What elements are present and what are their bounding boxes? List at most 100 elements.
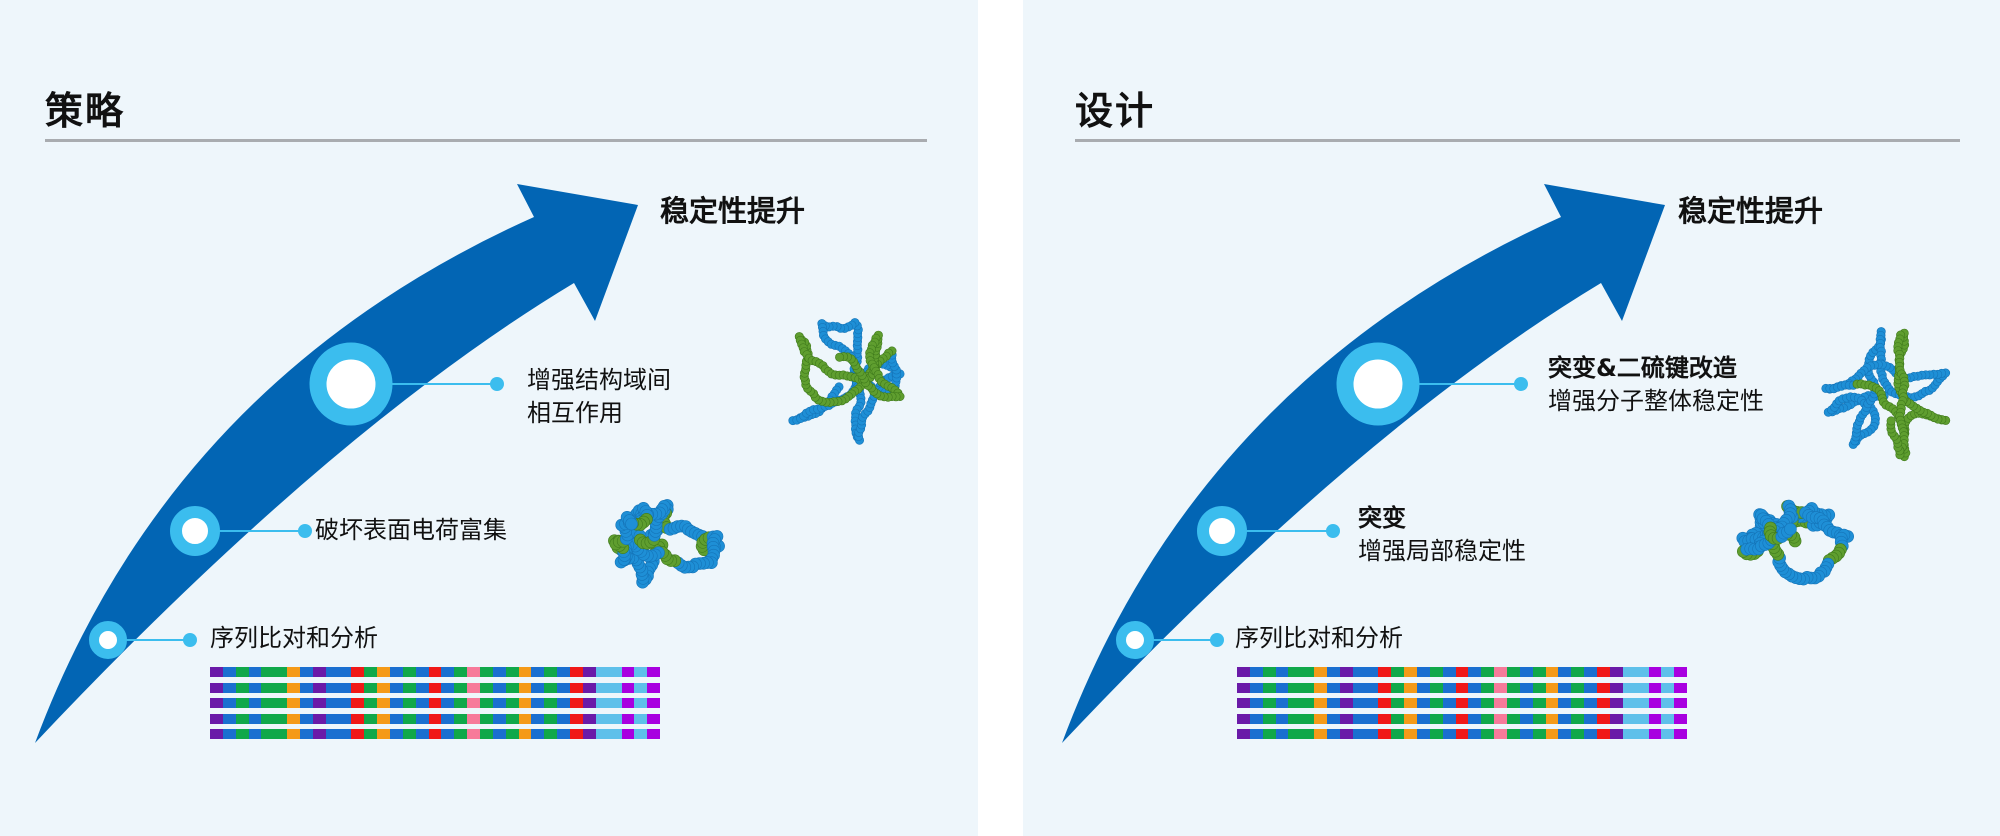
residue-block <box>505 682 519 693</box>
residue-block <box>390 729 403 739</box>
residue-block <box>428 682 442 693</box>
residue-block <box>531 667 545 677</box>
residue-block <box>1468 682 1482 693</box>
residue-block <box>1262 682 1276 693</box>
residue-block <box>377 667 391 677</box>
step-node-medium <box>1197 506 1247 556</box>
connector-dot <box>1210 633 1224 647</box>
residue-block <box>1339 713 1353 724</box>
residue-block <box>1609 682 1623 693</box>
residue-block <box>1352 698 1366 708</box>
residue-block <box>595 729 609 739</box>
residue-block <box>1494 667 1508 677</box>
residue-block <box>1378 682 1392 693</box>
residue-block <box>1494 729 1508 739</box>
panel-title: 策略 <box>45 89 126 133</box>
residue-block <box>1558 698 1572 708</box>
protein-structure-large <box>788 318 905 445</box>
residue-block <box>1507 667 1520 677</box>
residue-block <box>1391 698 1405 708</box>
residue-block <box>428 698 442 708</box>
residue-block <box>415 713 429 724</box>
residue-block <box>1648 682 1662 693</box>
residue-block <box>467 713 481 724</box>
residue-block <box>222 729 236 739</box>
residue-block <box>1352 713 1366 724</box>
residue-block <box>518 698 532 708</box>
residue-block <box>608 667 622 677</box>
residue-block <box>312 698 326 708</box>
residue-block <box>634 698 648 708</box>
residue-block <box>505 713 519 724</box>
residue-block <box>557 698 571 708</box>
residue-block <box>544 667 558 677</box>
residue-block <box>544 682 558 693</box>
residue-block <box>647 729 661 739</box>
residue-block <box>1609 729 1623 739</box>
residue-block <box>312 713 326 724</box>
residue-block <box>1301 698 1315 708</box>
residue-block <box>390 682 403 693</box>
residue-block <box>441 667 455 677</box>
residue-block <box>531 698 545 708</box>
residue-block <box>274 667 288 677</box>
residue-block <box>467 698 481 708</box>
residue-block <box>634 667 648 677</box>
residue-block <box>441 682 455 693</box>
residue-block <box>441 713 455 724</box>
residue-block <box>1391 729 1405 739</box>
stability-arrow-diagram <box>35 184 905 743</box>
residue-block <box>1545 667 1559 677</box>
residue-block <box>1519 667 1533 677</box>
residue-block <box>1635 698 1649 708</box>
residue-block <box>1481 682 1495 693</box>
goal-label: 稳定性提升 <box>1678 194 1824 228</box>
residue-block <box>1365 698 1379 708</box>
residue-block <box>1635 667 1649 677</box>
residue-block <box>390 667 403 677</box>
sequence-row <box>210 667 661 677</box>
residue-block <box>312 729 326 739</box>
residue-block <box>1597 667 1610 677</box>
residue-block <box>480 682 493 693</box>
residue-block <box>1404 729 1418 739</box>
residue-block <box>595 713 609 724</box>
strategy-panel: 策略 稳定性提升 增强结构域间 相互作用 破坏表面电荷富集 序列比对和分析 <box>0 0 978 836</box>
residue-block <box>582 713 596 724</box>
title-divider <box>1075 139 1960 142</box>
residue-block <box>1417 713 1430 724</box>
residue-block <box>1609 713 1623 724</box>
residue-block <box>467 729 481 739</box>
residue-block <box>1442 729 1456 739</box>
residue-block <box>544 713 558 724</box>
residue-block <box>261 667 275 677</box>
residue-block <box>364 713 378 724</box>
residue-block <box>454 729 468 739</box>
protein-bead <box>1886 416 1896 426</box>
residue-block <box>1597 713 1610 724</box>
residue-block <box>621 698 635 708</box>
residue-block <box>325 729 339 739</box>
residue-block <box>1519 698 1533 708</box>
residue-block <box>351 682 365 693</box>
residue-block <box>1481 729 1495 739</box>
residue-block <box>1339 682 1353 693</box>
residue-block <box>467 682 481 693</box>
residue-block <box>608 682 622 693</box>
residue-block <box>338 729 352 739</box>
residue-block <box>1558 667 1572 677</box>
residue-block <box>557 729 571 739</box>
residue-block <box>1262 667 1276 677</box>
residue-block <box>1571 682 1585 693</box>
residue-block <box>235 682 249 693</box>
residue-block <box>454 667 468 677</box>
residue-block <box>518 713 532 724</box>
residue-block <box>402 713 416 724</box>
residue-block <box>505 698 519 708</box>
residue-block <box>1507 729 1520 739</box>
residue-block <box>595 682 609 693</box>
residue-block <box>1442 698 1456 708</box>
stability-arrow-diagram <box>1062 184 1951 743</box>
protein-structure-small <box>608 499 725 589</box>
residue-block <box>531 682 545 693</box>
